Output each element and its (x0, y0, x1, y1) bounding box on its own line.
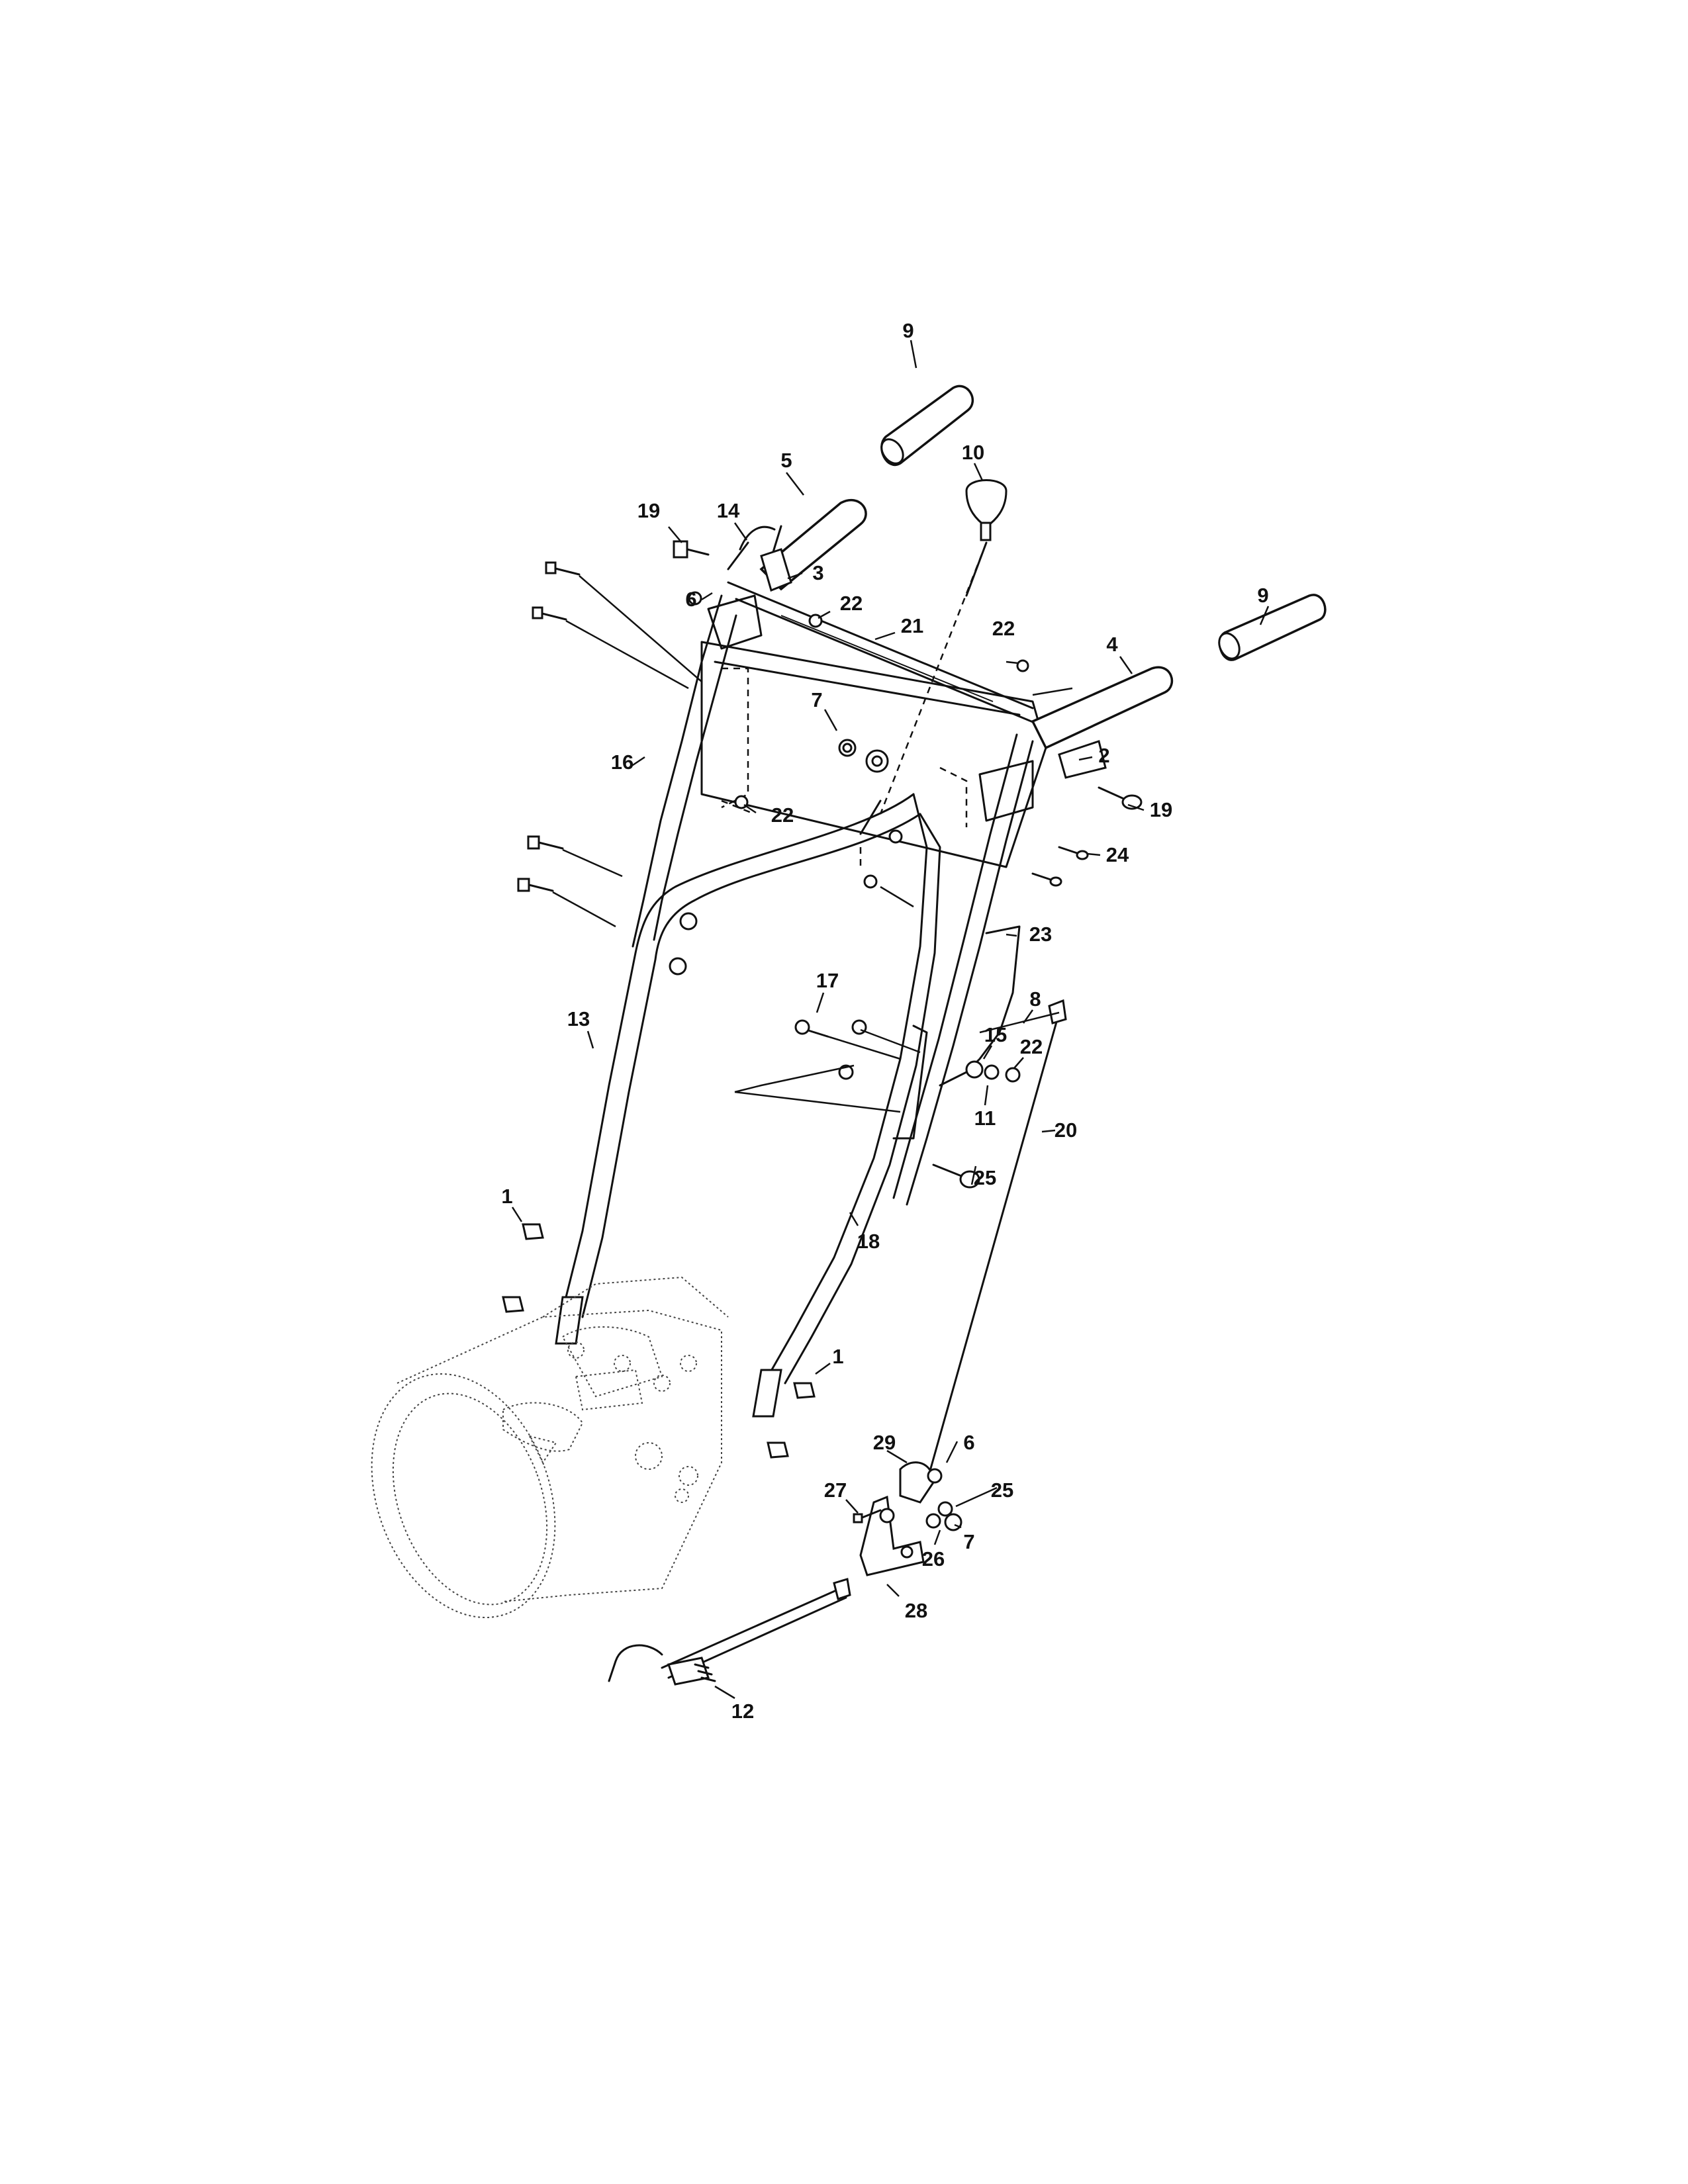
label-15: 15 (984, 1023, 1007, 1046)
label-23: 23 (1029, 923, 1052, 946)
label-4: 4 (1106, 633, 1118, 656)
label-24: 24 (1106, 843, 1129, 866)
label-16: 16 (611, 751, 633, 774)
shift-rod (859, 541, 988, 835)
label-13: 13 (567, 1007, 590, 1030)
label-18: 18 (857, 1230, 880, 1253)
label-12: 12 (731, 1700, 754, 1723)
fastener-lines (552, 575, 1073, 1113)
label-5: 5 (780, 449, 792, 472)
label-17: 17 (816, 969, 839, 992)
shift-knob (965, 479, 1008, 541)
label-25-mid: 25 (974, 1166, 996, 1189)
label-7-bottom: 7 (963, 1530, 974, 1553)
part-labels: 9 10 5 19 14 3 6 22 21 22 9 4 2 19 24 7 … (501, 319, 1268, 1723)
label-22-mid: 22 (771, 803, 794, 827)
label-28: 28 (905, 1599, 927, 1622)
label-8: 8 (1029, 987, 1041, 1011)
auger-housing (371, 1276, 729, 1618)
label-26: 26 (922, 1547, 945, 1570)
label-9-right: 9 (1257, 584, 1268, 607)
label-1-right: 1 (832, 1345, 843, 1368)
label-25-bottom: 25 (991, 1479, 1013, 1502)
grip-left (880, 385, 974, 466)
control-rod (925, 999, 1067, 1484)
label-22-top: 22 (840, 592, 863, 615)
label-14: 14 (717, 499, 740, 522)
label-6-top: 6 (685, 588, 696, 611)
bolt-set (502, 540, 1143, 1524)
label-27: 27 (824, 1479, 847, 1502)
lower-handle (555, 793, 1021, 1418)
label-11: 11 (974, 1107, 996, 1130)
upper-handle (632, 498, 1173, 1206)
label-3: 3 (812, 561, 823, 584)
lower-linkage (608, 1461, 935, 1686)
label-29: 29 (873, 1431, 896, 1454)
label-19-right: 19 (1150, 798, 1172, 821)
label-2: 2 (1098, 744, 1109, 767)
lever (727, 525, 776, 570)
label-7-top: 7 (811, 688, 822, 711)
label-leaders (511, 340, 1270, 1700)
label-9-left: 9 (902, 319, 914, 342)
label-1-left: 1 (501, 1185, 512, 1208)
nut-set (669, 591, 1029, 1531)
label-22-right: 22 (992, 617, 1015, 640)
label-6-bottom: 6 (963, 1431, 974, 1454)
label-10: 10 (962, 441, 984, 464)
label-19-left: 19 (637, 499, 660, 522)
label-20: 20 (1055, 1118, 1077, 1142)
label-22-lower: 22 (1020, 1035, 1043, 1058)
grip-right (1218, 594, 1327, 661)
label-21: 21 (901, 614, 923, 637)
